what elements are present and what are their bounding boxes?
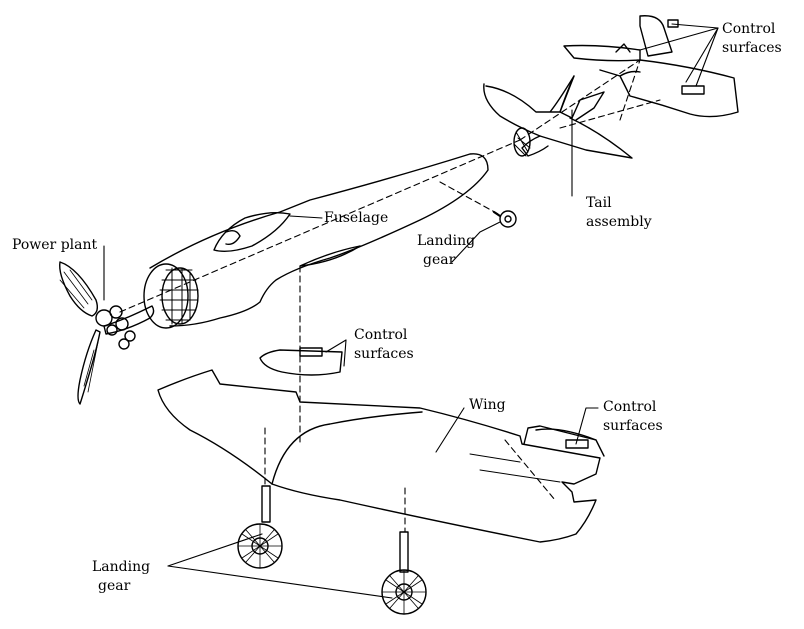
label-tail-assembly-line2: assembly xyxy=(586,214,652,230)
label-wing-control-line1: Control xyxy=(603,399,657,415)
main-gear-left xyxy=(237,485,283,569)
label-mid-control-line1: Control xyxy=(354,327,408,343)
leader-tail-control-2 xyxy=(639,27,719,51)
leader-fuselage xyxy=(289,215,323,219)
label-fuselage: Fuselage xyxy=(324,210,389,226)
tail-control-surfaces xyxy=(563,15,739,118)
leader-main-gear-2 xyxy=(167,565,393,599)
leader-mid-control xyxy=(325,339,347,353)
leader-lines xyxy=(103,23,719,599)
engine-cowl xyxy=(143,263,199,329)
label-mid-control-line2: surfaces xyxy=(354,346,414,362)
label-nose-landing-gear-line2: gear xyxy=(423,252,456,268)
leader-main-gear-1 xyxy=(167,533,263,567)
leader-tail-control-3 xyxy=(685,27,719,83)
nose-gear-wheel xyxy=(492,210,517,228)
label-main-landing-gear-line1: Landing xyxy=(92,559,151,575)
leader-nose-gear xyxy=(451,221,501,263)
wing-shape xyxy=(157,369,605,543)
propeller xyxy=(59,261,155,405)
leader-wing-control xyxy=(575,407,599,445)
leader-tail-control-1 xyxy=(671,23,719,29)
label-power-plant: Power plant xyxy=(12,237,98,253)
label-wing: Wing xyxy=(469,397,506,413)
label-nose-landing-gear-line1: Landing xyxy=(417,233,476,249)
assembly-dashed-lines xyxy=(119,59,661,533)
label-tail-control-line2: surfaces xyxy=(722,40,782,56)
tail-assembly xyxy=(483,75,633,159)
label-tail-assembly-line1: Tail xyxy=(586,195,612,211)
mid-control-surfaces xyxy=(259,347,343,376)
leader-mid-control-2 xyxy=(343,339,347,367)
main-gear-right xyxy=(381,531,427,615)
leader-wing xyxy=(435,407,465,453)
label-tail-control-line1: Control xyxy=(722,21,776,37)
leader-tail-control-4 xyxy=(695,27,719,87)
fuselage-shape xyxy=(149,153,489,327)
label-main-landing-gear-line2: gear xyxy=(98,578,131,594)
label-wing-control-line2: surfaces xyxy=(603,418,663,434)
